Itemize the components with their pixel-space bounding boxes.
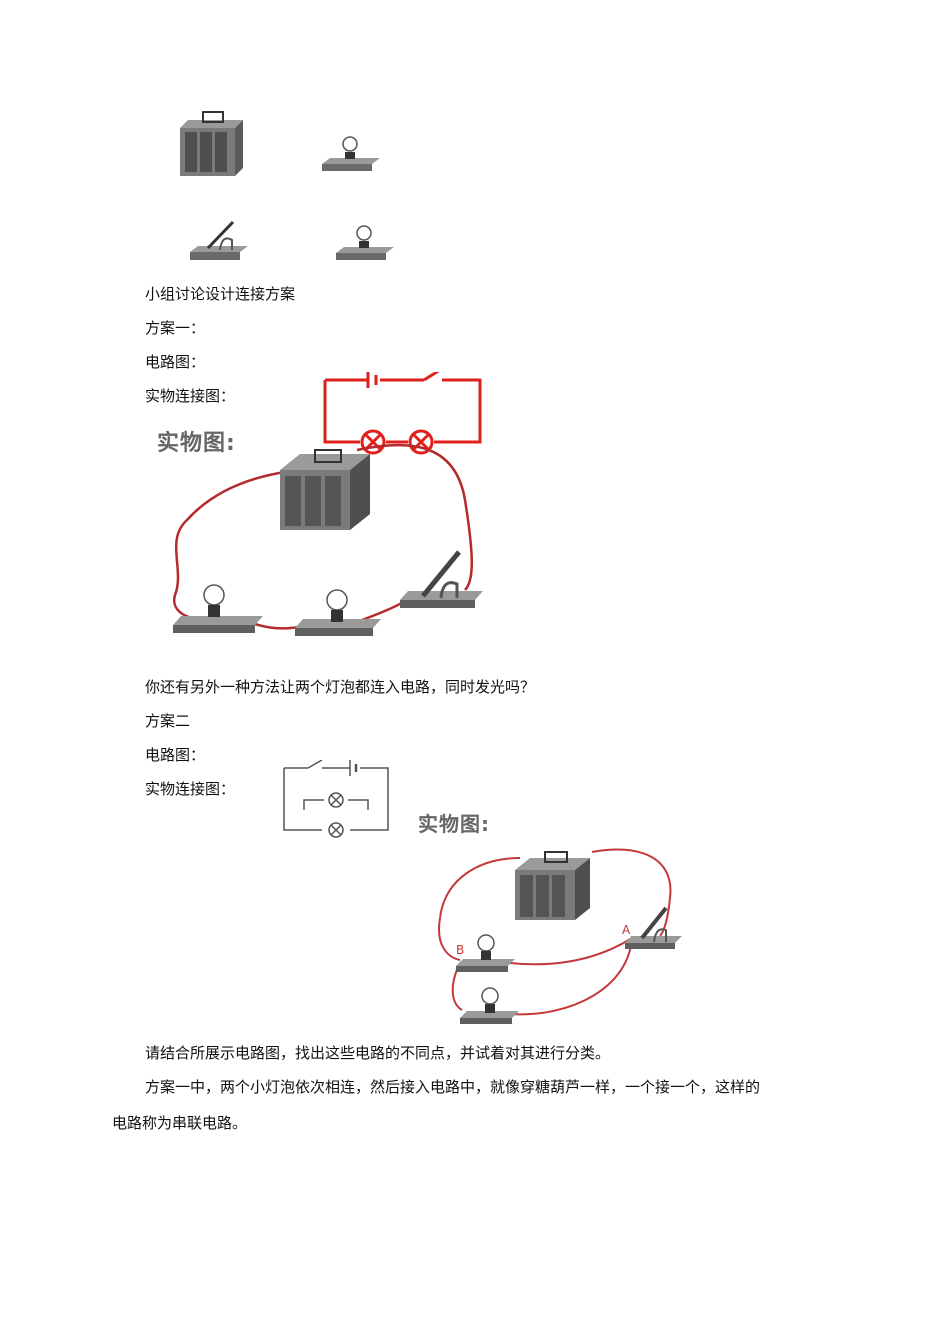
bulb-icon-b [456, 934, 515, 972]
battery-icon [280, 449, 370, 530]
physical-title-2: 实物图: [418, 812, 490, 836]
bulb-icon-2 [336, 225, 394, 260]
parallel-physical-figure: A B [438, 848, 682, 1024]
point-a-label: A [622, 923, 631, 937]
text-plan2: 方案二 [145, 712, 191, 730]
bulb-icon-1 [322, 136, 380, 171]
switch-symbol [423, 372, 440, 382]
text-instruction: 请结合所展示电路图，找出这些电路的不同点，并试着对其进行分类。 [145, 1044, 611, 1062]
bulb-icon-2 [460, 987, 519, 1024]
switch-icon [625, 906, 682, 949]
switch-symbol [307, 760, 323, 769]
battery-icon [180, 111, 243, 176]
text-question: 你还有另外一种方法让两个灯泡都连入电路，同时发光吗？ [145, 678, 536, 696]
switch-icon [190, 220, 248, 260]
text-physical2: 实物连接图： [145, 780, 236, 798]
text-plan1: 方案一： [145, 319, 206, 337]
battery-icon [515, 851, 590, 920]
text-discuss: 小组讨论设计连接方案 [145, 285, 296, 303]
series-physical-figure [172, 443, 483, 636]
lamp-symbol-1 [328, 792, 344, 808]
point-b-label: B [456, 943, 464, 957]
text-conclusion-1: 方案一中，两个小灯泡依次相连，然后接入电路中，就像穿糖葫芦一样，一个接一个，这样… [145, 1078, 761, 1096]
bulb-icon-1 [173, 584, 263, 633]
parallel-circuit-diagram [283, 760, 389, 838]
text-conclusion-2: 电路称为串联电路。 [112, 1114, 248, 1132]
text-circuit2: 电路图： [145, 746, 206, 764]
bulb-icon-2 [295, 589, 381, 636]
lamp-symbol-2 [328, 822, 344, 838]
text-circuit1: 电路图： [145, 353, 206, 371]
text-physical1: 实物连接图： [145, 387, 236, 405]
switch-icon [400, 550, 483, 608]
components-figure [180, 111, 394, 260]
physical-title-1: 实物图: [157, 431, 236, 456]
